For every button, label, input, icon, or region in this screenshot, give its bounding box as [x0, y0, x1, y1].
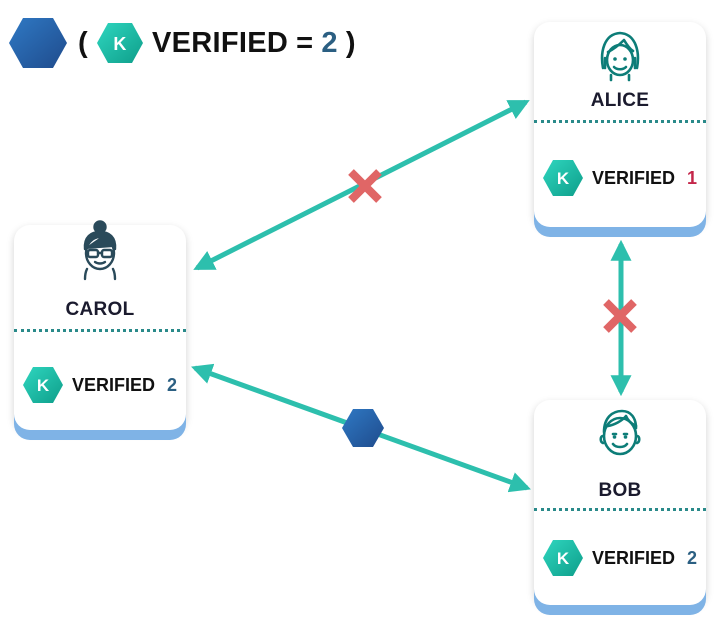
- node-card-alice[interactable]: ALICE K VERIFIED 1: [534, 22, 706, 227]
- key-hexagon-icon: K: [23, 367, 63, 403]
- key-hexagon-icon: K: [543, 540, 583, 576]
- x-mark-icon: [603, 299, 637, 333]
- divider: [534, 508, 706, 511]
- man-avatar-icon: [599, 409, 641, 456]
- key-hexagon-icon: K: [96, 23, 143, 63]
- legend-equals: =: [296, 26, 314, 59]
- verified-count: 2: [687, 547, 698, 568]
- woman-with-glasses-avatar-icon: [83, 220, 117, 281]
- node-name: CAROL: [65, 299, 135, 320]
- verified-status: K VERIFIED 2: [22, 366, 177, 404]
- legend-open-paren: (: [78, 26, 88, 59]
- key-letter: K: [557, 169, 570, 188]
- verified-status: K VERIFIED 1: [542, 159, 697, 197]
- verified-label: VERIFIED: [592, 167, 676, 188]
- verified-count: 2: [167, 374, 178, 395]
- divider: [14, 329, 186, 332]
- verified-status: K VERIFIED 2: [542, 539, 697, 577]
- legend-definition: ( K VERIFIED = 2 ): [78, 22, 356, 64]
- node-card-carol[interactable]: CAROL K VERIFIED 2: [14, 220, 186, 430]
- key-letter: K: [557, 549, 570, 568]
- verified-hexagon-icon: [342, 409, 384, 447]
- legend: ( K VERIFIED = 2 ): [8, 14, 356, 72]
- legend-value: 2: [321, 26, 338, 59]
- legend-verified-label: VERIFIED: [151, 26, 289, 59]
- verified-hexagon-icon: [9, 18, 67, 68]
- divider: [534, 120, 706, 123]
- node-name: ALICE: [590, 90, 650, 111]
- key-letter: K: [113, 34, 126, 54]
- key-hexagon-icon: K: [543, 160, 583, 196]
- woman-avatar-icon: [600, 31, 640, 82]
- legend-close-paren: ): [345, 26, 356, 59]
- key-letter: K: [37, 376, 50, 395]
- x-mark-icon: [348, 169, 382, 203]
- node-name: BOB: [598, 480, 642, 501]
- verified-count: 1: [687, 167, 698, 188]
- verified-label: VERIFIED: [72, 374, 156, 395]
- node-card-bob[interactable]: BOB K VERIFIED 2: [534, 400, 706, 605]
- verified-label: VERIFIED: [592, 547, 676, 568]
